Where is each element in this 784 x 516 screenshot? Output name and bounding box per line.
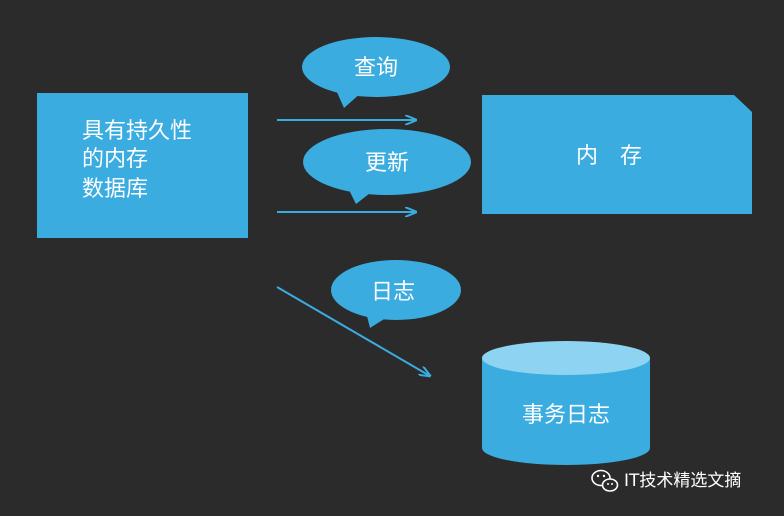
database-node: 具有持久性 的内存 数据库	[37, 93, 248, 238]
database-label-line-3: 数据库	[82, 177, 148, 202]
memory-node: 内 存	[482, 95, 752, 214]
log-label: 日志	[371, 280, 415, 305]
query-label: 查询	[354, 56, 398, 81]
memory-label: 内 存	[576, 144, 642, 169]
update-label: 更新	[365, 151, 409, 176]
wechat-icon	[591, 469, 619, 492]
query-bubble: 查询	[302, 37, 450, 108]
watermark-text: IT技术精选文摘	[624, 471, 741, 491]
log-arrow	[276, 286, 430, 376]
update-bubble: 更新	[303, 129, 471, 204]
watermark: IT技术精选文摘	[591, 469, 741, 492]
database-label-line-2: 的内存	[82, 147, 148, 172]
log-bubble: 日志	[331, 260, 461, 328]
transaction-log-node: 事务日志	[482, 341, 650, 465]
transaction-log-label: 事务日志	[522, 403, 610, 428]
database-label-line-1: 具有持久性	[82, 119, 192, 144]
